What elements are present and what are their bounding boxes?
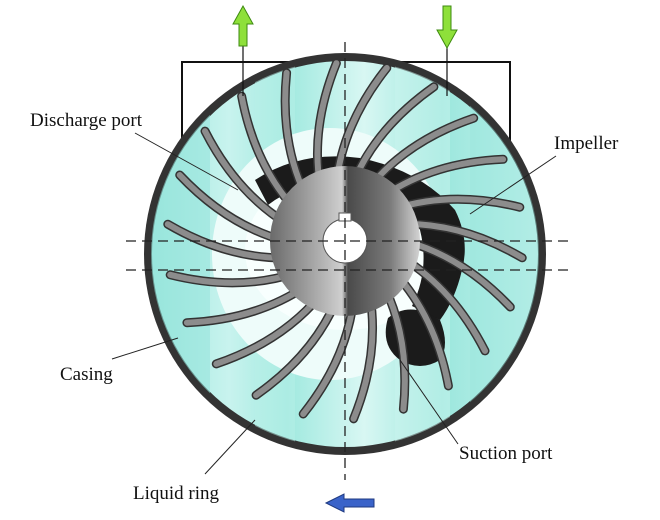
centre-lines [126, 42, 568, 480]
leader-lines [111, 132, 557, 475]
label-liquid-ring: Liquid ring [133, 483, 220, 504]
arrow-down-icon [436, 5, 458, 50]
arrow-up-icon [232, 4, 254, 47]
gas-pocket-upper [255, 156, 465, 320]
label-impeller: Impeller [554, 133, 619, 154]
arrow-left-icon [324, 493, 375, 513]
label-discharge-port: Discharge port [30, 110, 143, 131]
label-casing: Casing [60, 364, 113, 385]
label-suction-port: Suction port [459, 443, 553, 464]
